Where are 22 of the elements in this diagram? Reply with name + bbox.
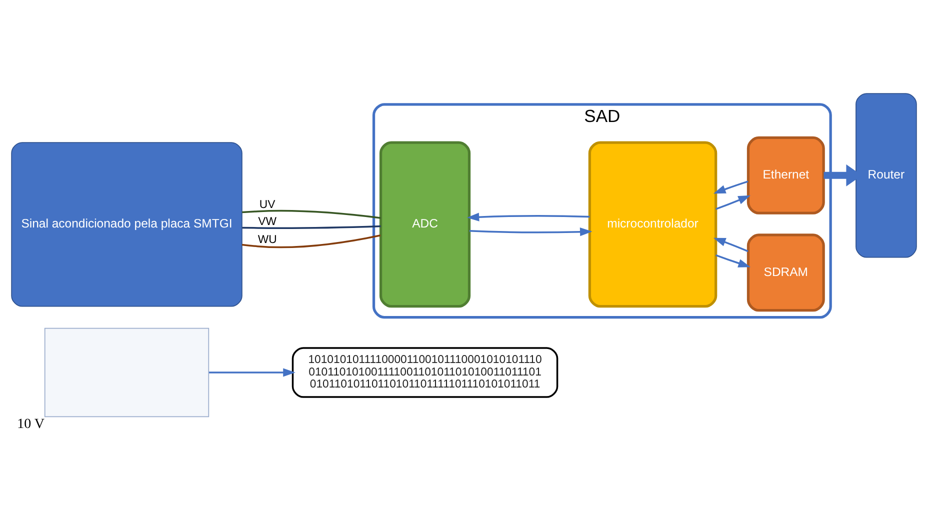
node-box: 10101010111100001100101110001010101110 01011010100111100110101101010011011101 01011010110110101101111101110101011011 bbox=[292, 347, 558, 398]
arrow bbox=[713, 180, 748, 194]
connector bbox=[242, 210, 381, 219]
arrow bbox=[716, 195, 750, 210]
node-box bbox=[44, 328, 210, 418]
arrow bbox=[716, 254, 751, 268]
node-box: Sinal acondicionado pela placa SMTGI bbox=[11, 142, 242, 307]
arrow bbox=[466, 212, 590, 222]
connector bbox=[242, 225, 381, 229]
arrow bbox=[209, 368, 296, 377]
node-box: ADC bbox=[379, 141, 471, 308]
arrow bbox=[469, 228, 592, 236]
node-box: Ethernet bbox=[746, 136, 825, 214]
connector bbox=[242, 234, 381, 248]
edge-label: UV bbox=[259, 199, 276, 212]
edge-label: WU bbox=[258, 234, 277, 246]
node-box: SDRAM bbox=[746, 234, 825, 312]
node-label: 10 V bbox=[17, 416, 45, 432]
arrow bbox=[713, 238, 748, 252]
edge-label: VW bbox=[258, 216, 277, 228]
node-box: microcontrolador bbox=[588, 141, 718, 308]
node-box: Router bbox=[856, 93, 917, 258]
